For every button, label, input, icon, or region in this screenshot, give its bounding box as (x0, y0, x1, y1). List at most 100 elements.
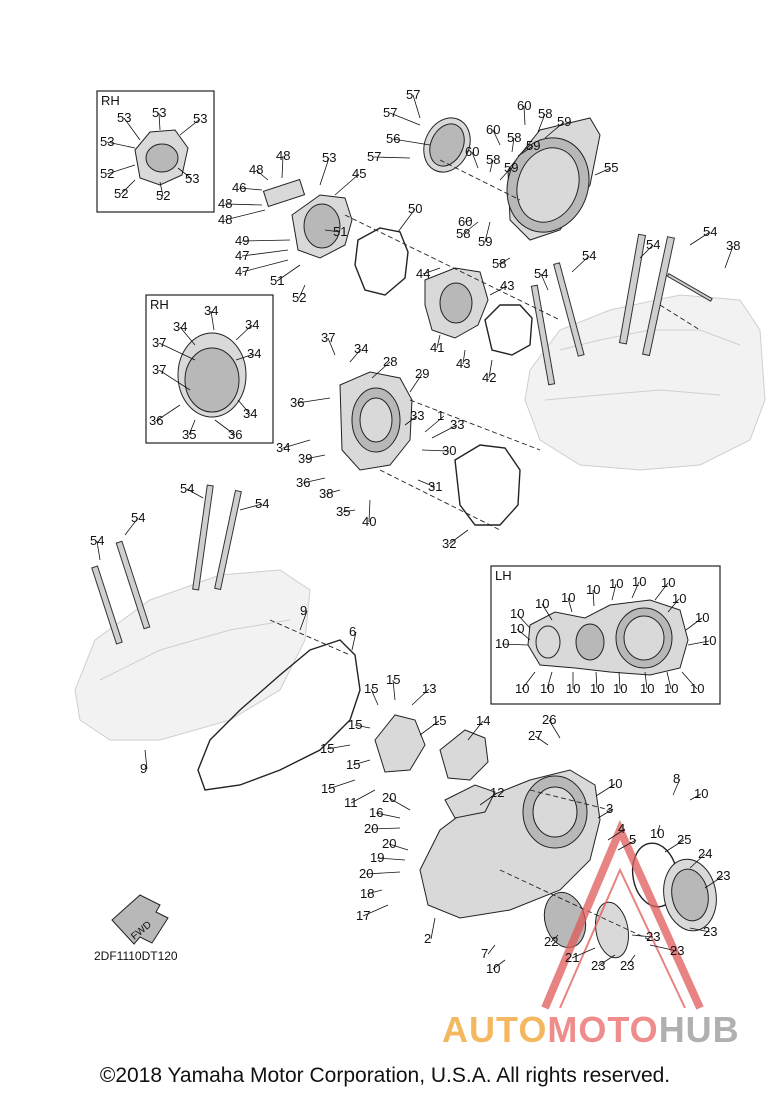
part-callout-39: 39 (298, 451, 312, 466)
leader-line (376, 857, 406, 861)
leader-line (388, 797, 411, 811)
leader-line (546, 671, 553, 690)
part-callout-32: 32 (442, 536, 456, 551)
leader-line (492, 959, 506, 970)
part-callout-15: 15 (386, 672, 400, 687)
watermark-text-auto: AUTO (442, 1009, 548, 1050)
leader-line (489, 159, 494, 173)
inset-rh-mid: RH (145, 294, 274, 444)
leader-line (235, 353, 255, 361)
part-callout-58: 58 (456, 226, 470, 241)
leader-line (617, 839, 637, 851)
part-callout-56: 56 (386, 131, 400, 146)
part-callout-27: 27 (528, 728, 542, 743)
leader-line (106, 164, 136, 175)
part-callout-53: 53 (100, 134, 114, 149)
leader-line (595, 671, 598, 690)
part-callout-34: 34 (247, 346, 261, 361)
leader-line (392, 138, 431, 146)
part-callout-10: 10 (672, 591, 686, 606)
part-callout-54: 54 (90, 533, 104, 548)
inset-rh-top: RH (96, 90, 215, 213)
part-callout-58: 58 (507, 130, 521, 145)
part-callout-59: 59 (504, 160, 518, 175)
leader-line (517, 145, 534, 157)
part-callout-55: 55 (604, 160, 618, 175)
part-callout-48: 48 (218, 212, 232, 227)
leader-line (351, 631, 357, 651)
leader-line (334, 173, 360, 196)
part-callout-20: 20 (382, 790, 396, 805)
leader-line (392, 679, 396, 701)
part-callout-15: 15 (432, 713, 446, 728)
leader-line (597, 808, 614, 819)
part-callout-5: 5 (629, 832, 636, 847)
leader-line (237, 399, 251, 415)
part-callout-58: 58 (492, 256, 506, 271)
leader-line (571, 947, 596, 959)
leader-line (550, 934, 559, 943)
part-callout-10: 10 (540, 681, 554, 696)
leader-line (409, 373, 423, 393)
part-callout-1: 1 (437, 408, 444, 423)
part-callout-31: 31 (428, 479, 442, 494)
leader-line (319, 157, 330, 186)
part-callout-3: 3 (606, 801, 613, 816)
part-callout-54: 54 (646, 237, 660, 252)
leader-line (724, 245, 734, 269)
leader-line (352, 759, 371, 766)
part-callout-52: 52 (292, 290, 306, 305)
leader-line (685, 617, 703, 631)
crankcase-gasket-9 (197, 639, 361, 791)
part-callout-10: 10 (632, 574, 646, 589)
part-callout-15: 15 (364, 681, 378, 696)
leader-line (431, 424, 458, 439)
crankcase-cover-41 (424, 267, 533, 356)
part-callout-23: 23 (591, 958, 605, 973)
leader-line (594, 167, 612, 176)
part-callout-60: 60 (458, 214, 472, 229)
part-callout-23: 23 (716, 868, 730, 883)
leader-line (366, 889, 383, 895)
inset-rh-mid-label: RH (150, 297, 169, 312)
part-callout-43: 43 (456, 356, 470, 371)
part-callout-38: 38 (319, 486, 333, 501)
leader-line (537, 113, 546, 133)
leader-line (421, 449, 450, 452)
part-callout-40: 40 (362, 514, 376, 529)
part-callout-10: 10 (609, 576, 623, 591)
part-callout-34: 34 (173, 319, 187, 334)
part-callout-22: 22 (544, 934, 558, 949)
part-callout-46: 46 (232, 180, 246, 195)
leader-line (159, 181, 164, 197)
leader-line (487, 944, 496, 955)
part-callout-38: 38 (726, 238, 740, 253)
leader-line (224, 203, 263, 206)
part-callout-36: 36 (290, 395, 304, 410)
leader-line (649, 944, 678, 952)
leader-line (689, 927, 711, 933)
part-callout-44: 44 (416, 266, 430, 281)
leader-line (667, 598, 680, 613)
part-callout-10: 10 (661, 575, 675, 590)
leader-line (541, 603, 553, 621)
leader-line (241, 249, 289, 257)
part-callout-41: 41 (430, 340, 444, 355)
leader-line (516, 613, 531, 629)
leader-line (255, 169, 269, 181)
clutch-cover-assembly (374, 714, 601, 919)
leader-line (276, 264, 301, 282)
leader-line (436, 334, 441, 349)
part-callout-34: 34 (245, 317, 259, 332)
part-callout-9: 9 (140, 761, 147, 776)
leader-line (411, 688, 430, 706)
part-callout-23: 23 (620, 958, 634, 973)
part-callout-2: 2 (424, 931, 431, 946)
part-callout-10: 10 (664, 681, 678, 696)
part-callout-10: 10 (510, 606, 524, 621)
part-callout-58: 58 (486, 152, 500, 167)
watermark-text-moto: MOTO (547, 1009, 659, 1050)
part-callout-60: 60 (517, 98, 531, 113)
part-callout-47: 47 (235, 264, 249, 279)
